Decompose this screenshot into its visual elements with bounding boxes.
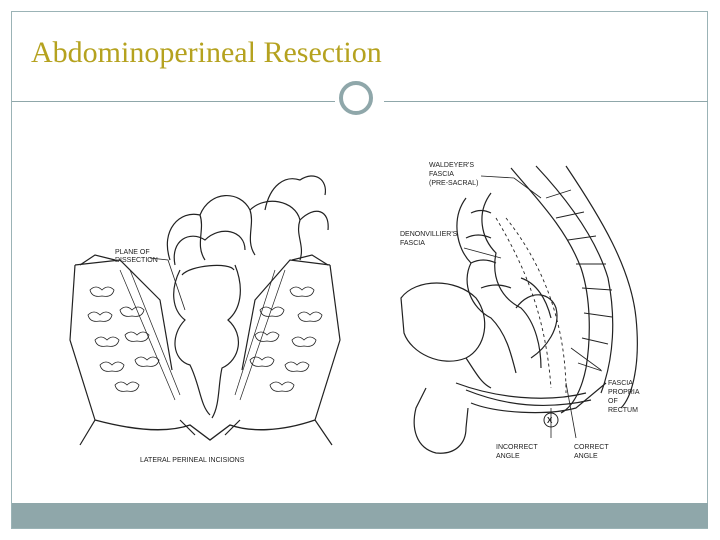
title-divider-right — [384, 101, 708, 102]
label-denonvilliers-2: FASCIA — [400, 240, 425, 247]
label-fascia-propria-1: FASCIA — [608, 380, 633, 387]
label-waldeyer-2: FASCIA — [429, 171, 454, 178]
label-incorrect-2: ANGLE — [496, 453, 520, 460]
slide-frame — [11, 11, 708, 529]
label-waldeyer-3: (PRE-SACRAL) — [429, 180, 478, 187]
label-plane-of-dissection-2: DISSECTION — [115, 257, 158, 264]
label-fascia-propria-3: OF — [608, 398, 618, 405]
label-waldeyer-1: WALDEYER'S — [429, 162, 474, 169]
label-plane-of-dissection-1: PLANE OF — [115, 249, 150, 256]
label-x-mark: X — [547, 416, 553, 425]
divider-ring-icon — [339, 81, 373, 115]
perineal-dissection-illustration: PLANE OF DISSECTION LATERAL PERINEAL INC… — [69, 175, 341, 464]
label-correct-1: CORRECT — [574, 444, 609, 451]
sagittal-fascia-illustration: WALDEYER'S FASCIA (PRE-SACRAL) DENONVILL… — [400, 162, 640, 460]
label-fascia-propria-2: PROPRIA — [608, 389, 640, 396]
label-denonvilliers-1: DENONVILLIER'S — [400, 231, 458, 238]
label-lateral-perineal-incisions: LATERAL PERINEAL INCISIONS — [140, 457, 245, 464]
label-fascia-propria-4: RECTUM — [608, 407, 638, 414]
footer-bar — [12, 503, 708, 528]
slide-title: Abdominoperineal Resection — [31, 36, 382, 69]
label-correct-2: ANGLE — [574, 453, 598, 460]
label-incorrect-1: INCORRECT — [496, 444, 538, 451]
title-divider-left — [12, 101, 335, 102]
